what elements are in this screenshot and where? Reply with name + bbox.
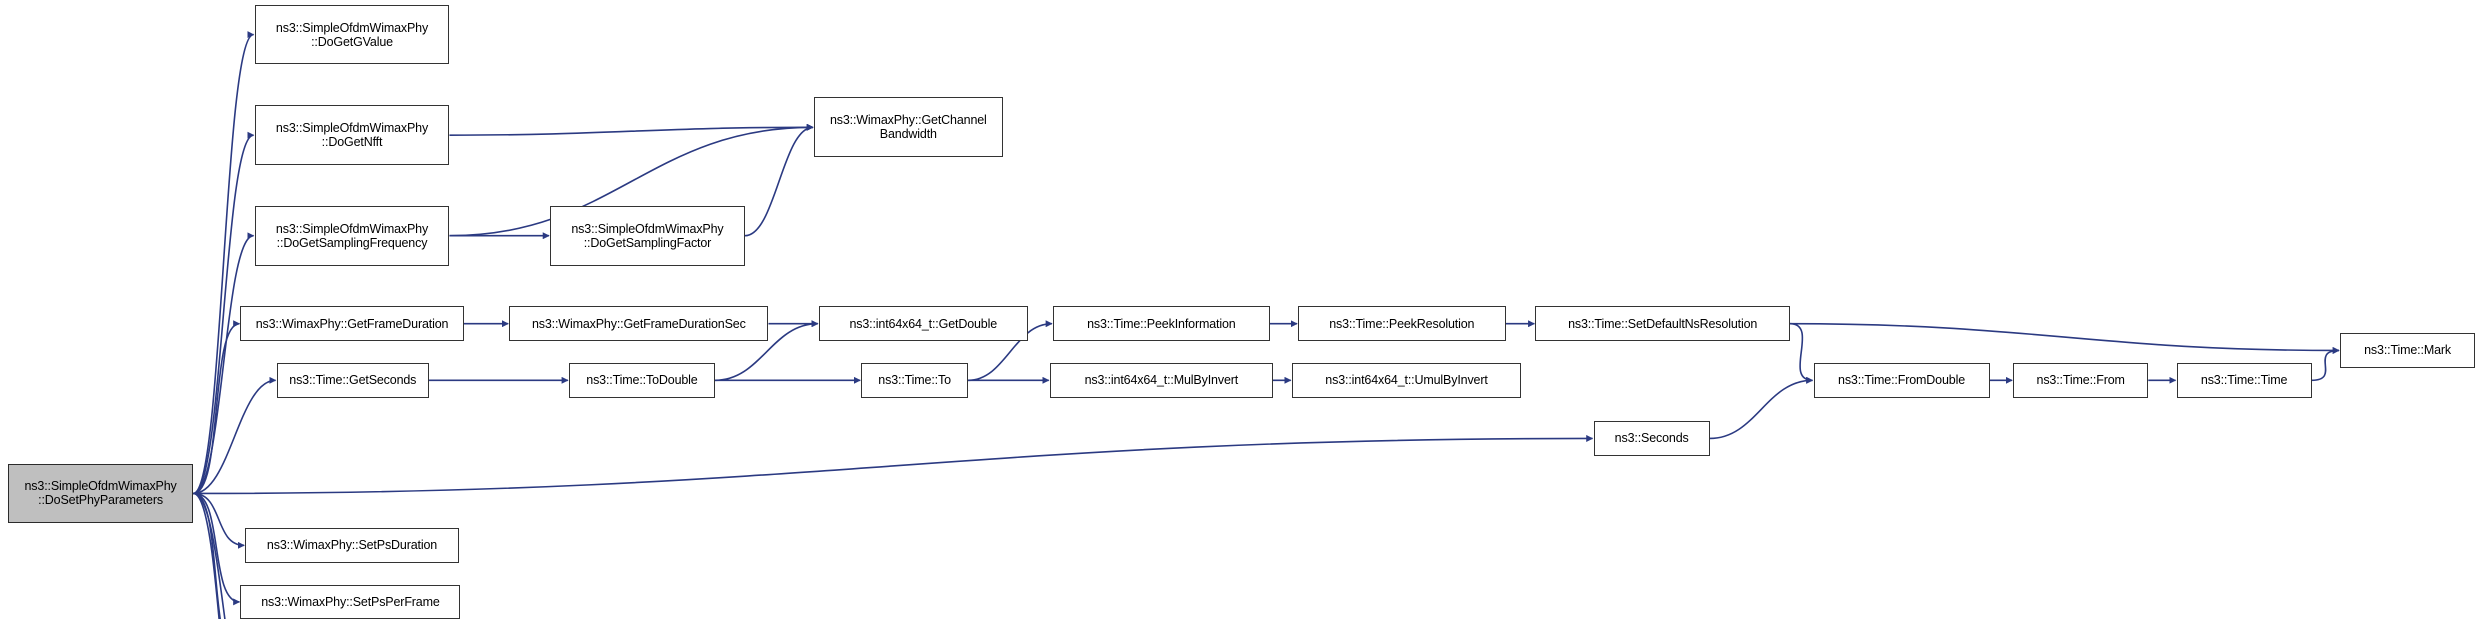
graph-edge-seconds-to-fromDouble <box>1709 376 1814 440</box>
graph-node-label: ns3::Time::From <box>2036 373 2125 388</box>
graph-node-label: ns3::SimpleOfdmWimaxPhy ::DoGetSamplingF… <box>571 221 724 250</box>
graph-node-doGetNfft[interactable]: ns3::SimpleOfdmWimaxPhy ::DoGetNfft <box>254 105 450 165</box>
graph-node-getFrameDurSec[interactable]: ns3::WimaxPhy::GetFrameDurationSec <box>509 306 769 341</box>
graph-node-doGetSampFreq[interactable]: ns3::SimpleOfdmWimaxPhy ::DoGetSamplingF… <box>254 205 450 266</box>
graph-node-timeMark[interactable]: ns3::Time::Mark <box>2339 333 2476 368</box>
graph-node-label: ns3::Time::Time <box>2200 373 2288 388</box>
graph-node-label: ns3::Time::PeekResolution <box>1329 316 1475 331</box>
graph-node-timeTo[interactable]: ns3::Time::To <box>861 363 969 398</box>
graph-node-label: ns3::SimpleOfdmWimaxPhy ::DoGetSamplingF… <box>275 221 429 250</box>
graph-node-label: ns3::SimpleOfdmWimaxPhy ::DoSetPhyParame… <box>24 479 177 508</box>
graph-node-setDefaultNsRes[interactable]: ns3::Time::SetDefaultNsResolution <box>1535 306 1790 341</box>
graph-node-setPsDuration[interactable]: ns3::WimaxPhy::SetPsDuration <box>245 528 459 563</box>
graph-node-mulByInvert[interactable]: ns3::int64x64_t::MulByInvert <box>1049 363 1273 398</box>
graph-node-label: ns3::int64x64_t::UmulByInvert <box>1325 373 1488 388</box>
graph-node-label: ns3::SimpleOfdmWimaxPhy ::DoGetNfft <box>275 121 429 150</box>
graph-edge-root-to-doGetSampFreq <box>193 232 255 495</box>
graph-node-label: ns3::Time::To <box>878 373 951 388</box>
graph-edge-doGetSampFactor-to-getChannelBw <box>744 123 814 237</box>
graph-node-label: ns3::WimaxPhy::SetPsPerFrame <box>261 594 440 609</box>
graph-edge-root-to-doGetGValue <box>192 31 255 495</box>
graph-node-label: ns3::Time::FromDouble <box>1838 373 1966 388</box>
graph-node-peekRes[interactable]: ns3::Time::PeekResolution <box>1298 306 1506 341</box>
graph-node-label: ns3::WimaxPhy::GetFrameDurationSec <box>531 316 746 331</box>
graph-node-doGetGValue[interactable]: ns3::SimpleOfdmWimaxPhy ::DoGetGValue <box>254 4 450 65</box>
graph-node-umulByInvert[interactable]: ns3::int64x64_t::UmulByInvert <box>1291 363 1522 398</box>
graph-node-label: ns3::WimaxPhy::GetChannel Bandwidth <box>829 113 987 142</box>
graph-node-getFrameDur[interactable]: ns3::WimaxPhy::GetFrameDuration <box>240 306 464 341</box>
graph-node-timeFrom[interactable]: ns3::Time::From <box>2013 363 2149 398</box>
graph-node-label: ns3::Time::SetDefaultNsResolution <box>1568 316 1758 331</box>
graph-node-label: ns3::WimaxPhy::SetPsDuration <box>266 538 438 553</box>
graph-node-label: ns3::Seconds <box>1614 431 1689 446</box>
graph-node-setPsPerFrame[interactable]: ns3::WimaxPhy::SetPsPerFrame <box>240 584 461 619</box>
graph-node-seconds[interactable]: ns3::Seconds <box>1593 421 1710 456</box>
graph-node-label: ns3::int64x64_t::GetDouble <box>849 316 998 331</box>
graph-node-getDouble[interactable]: ns3::int64x64_t::GetDouble <box>818 306 1028 341</box>
graph-edge-root-to-getSeconds <box>193 376 277 495</box>
graph-node-toDouble[interactable]: ns3::Time::ToDouble <box>568 363 716 398</box>
graph-node-root[interactable]: ns3::SimpleOfdmWimaxPhy ::DoSetPhyParame… <box>7 463 194 524</box>
graph-node-getSeconds[interactable]: ns3::Time::GetSeconds <box>276 363 429 398</box>
graph-edge-doGetNfft-to-getChannelBw <box>449 123 814 136</box>
graph-edge-root-to-setPsPerFrame <box>193 492 241 606</box>
graph-edge-timeTime-to-timeMark <box>2311 346 2340 382</box>
graph-edge-root-to-setPsPerSymbol <box>193 492 221 619</box>
graph-node-getChannelBw[interactable]: ns3::WimaxPhy::GetChannel Bandwidth <box>814 97 1003 158</box>
graph-node-label: ns3::Time::PeekInformation <box>1087 316 1236 331</box>
graph-edge-setDefaultNsRes-to-timeMark <box>1789 322 2340 354</box>
graph-node-doGetSampFactor[interactable]: ns3::SimpleOfdmWimaxPhy ::DoGetSamplingF… <box>550 205 745 266</box>
graph-node-label: ns3::Time::GetSeconds <box>289 373 417 388</box>
graph-node-peekInfo[interactable]: ns3::Time::PeekInformation <box>1052 306 1270 341</box>
graph-node-fromDouble[interactable]: ns3::Time::FromDouble <box>1813 363 1990 398</box>
graph-node-label: ns3::SimpleOfdmWimaxPhy ::DoGetGValue <box>275 20 429 49</box>
graph-node-timeTime[interactable]: ns3::Time::Time <box>2176 363 2312 398</box>
graph-edge-root-to-getFrameDur <box>193 320 241 495</box>
graph-edge-root-to-seconds <box>193 434 1594 495</box>
graph-node-label: ns3::Time::Mark <box>2364 343 2451 358</box>
graph-edge-setDefaultNsRes-to-fromDouble <box>1789 322 1814 384</box>
graph-node-label: ns3::int64x64_t::MulByInvert <box>1084 373 1239 388</box>
graph-node-label: ns3::Time::ToDouble <box>586 373 698 388</box>
graph-edge-root-to-setPsDuration <box>193 492 245 549</box>
graph-node-label: ns3::WimaxPhy::GetFrameDuration <box>255 316 449 331</box>
